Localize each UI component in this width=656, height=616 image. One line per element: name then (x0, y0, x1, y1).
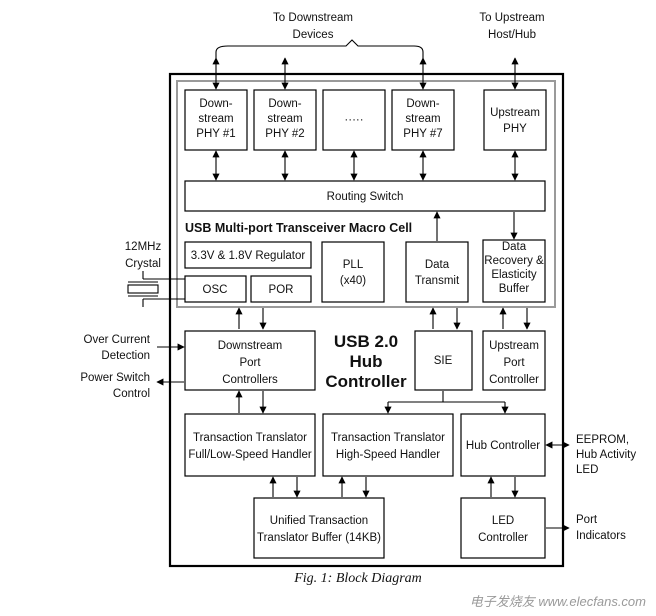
upstream-phy-label-line-1: Upstream (490, 107, 540, 119)
upstream-port-controller-block (482, 330, 546, 391)
data-recovery-label-line-2: Recovery & (484, 255, 544, 267)
upstream-phy-block (483, 89, 547, 151)
downstream-ctrl-label-line-2: Port (239, 357, 261, 369)
data-transmit-label-line-2: Transmit (415, 275, 460, 287)
downstream-ctrl-label-line-1: Downstream (218, 340, 283, 352)
phy2-label-line-2: stream (267, 113, 302, 125)
eeprom-label-line-1: EEPROM, (576, 434, 629, 446)
connection-arrows (156, 57, 570, 532)
osc-block (184, 275, 247, 303)
upstream-phy-label-line-2: PHY (503, 123, 527, 135)
data-recovery-label-line-1: Data (502, 241, 527, 253)
tt-fullspeed-label-line-1: Transaction Translator (193, 432, 307, 444)
tt-buffer-label-line-2: Translator Buffer (14KB) (257, 532, 381, 544)
phy7-label-line-1: Down- (406, 98, 439, 110)
data-recovery-label-line-3: Elasticity (491, 269, 537, 281)
crystal-label-line-1: 12MHz (125, 241, 162, 253)
pll-label-line-2: (x40) (340, 275, 366, 287)
crystal-label-line-2: Crystal (125, 258, 161, 270)
over-current-label-line-2: Detection (101, 350, 150, 362)
tt-buffer-block (253, 497, 385, 559)
pll-block (321, 241, 385, 303)
eeprom-label-line-3: LED (576, 464, 598, 476)
hub-chip-boundary (168, 72, 565, 568)
hub-title-label-line-3: Controller (325, 372, 407, 391)
port-indicators-label-line-1: Port (576, 514, 598, 526)
downstream-phy-7-block (391, 89, 455, 151)
power-switch-label-line-2: Control (113, 388, 150, 400)
downstream-phy-dots-block (322, 89, 386, 151)
led-controller-label-line-2: Controller (478, 532, 528, 544)
to-upstream-label-line-1: To Upstream (479, 12, 544, 24)
data-transmit-label-line-1: Data (425, 259, 450, 271)
phy-dots-label: ····· (344, 114, 363, 126)
data-recovery-block (482, 239, 546, 303)
phy1-label-line-1: Down- (199, 98, 232, 110)
regulator-block (184, 241, 312, 269)
upstream-ctrl-label-line-3: Controller (489, 374, 539, 386)
hub-controller-block (460, 413, 546, 477)
phy1-label-line-2: stream (198, 113, 233, 125)
port-indicators-label-line-2: Indicators (576, 530, 626, 542)
upstream-ctrl-label-line-2: Port (503, 357, 525, 369)
phy7-label-line-3: PHY #7 (403, 128, 442, 140)
tt-fullspeed-label-line-2: Full/Low-Speed Handler (188, 449, 312, 461)
downstream-phy-1-block (184, 89, 248, 151)
upstream-ctrl-label-line-1: Upstream (489, 340, 539, 352)
macro-cell-boundary (176, 80, 556, 308)
data-recovery-label-line-4: Buffer (499, 283, 530, 295)
downstream-port-controllers-block (184, 330, 316, 391)
figure-caption: Fig. 1: Block Diagram (293, 571, 422, 586)
tt-highspeed-label-line-2: High-Speed Handler (336, 449, 440, 461)
phy2-label-line-1: Down- (268, 98, 301, 110)
downstream-phy-2-block (253, 89, 317, 151)
sie-label: SIE (434, 355, 453, 367)
tt-highspeed-block (322, 413, 454, 477)
over-current-label-line-1: Over Current (84, 334, 151, 346)
led-controller-block (460, 497, 546, 559)
tt-fullspeed-block (184, 413, 316, 477)
watermark: 电子发烧友 www.elecfans.com (470, 594, 646, 609)
to-downstream-label-line-2: Devices (293, 29, 334, 41)
regulator-label: 3.3V & 1.8V Regulator (191, 250, 306, 262)
crystal-symbol (127, 271, 185, 307)
hub-title-label-line-1: USB 2.0 (334, 332, 398, 351)
pll-label-line-1: PLL (343, 259, 364, 271)
macro-cell-label: USB Multi-port Transceiver Macro Cell (185, 221, 412, 235)
por-label: POR (269, 284, 294, 296)
routing-switch-label: Routing Switch (327, 191, 404, 203)
downstream-brace (215, 39, 424, 58)
downstream-ctrl-label-line-3: Controllers (222, 374, 278, 386)
sie-block (414, 330, 473, 391)
power-switch-label-line-1: Power Switch (80, 372, 150, 384)
tt-highspeed-label-line-1: Transaction Translator (331, 432, 445, 444)
por-block (250, 275, 312, 303)
hub-title-label-line-2: Hub (349, 352, 382, 371)
to-upstream-label-line-2: Host/Hub (488, 29, 536, 41)
hub-controller-label: Hub Controller (466, 440, 540, 452)
osc-label: OSC (203, 284, 228, 296)
data-transmit-block (405, 241, 469, 303)
eeprom-label-line-2: Hub Activity (576, 449, 636, 461)
to-downstream-label-line-1: To Downstream (273, 12, 353, 24)
routing-switch-block (184, 180, 546, 212)
led-controller-label-line-1: LED (492, 515, 514, 527)
phy1-label-line-3: PHY #1 (196, 128, 235, 140)
phy2-label-line-3: PHY #2 (265, 128, 304, 140)
phy7-label-line-2: stream (405, 113, 440, 125)
tt-buffer-label-line-1: Unified Transaction (270, 515, 368, 527)
